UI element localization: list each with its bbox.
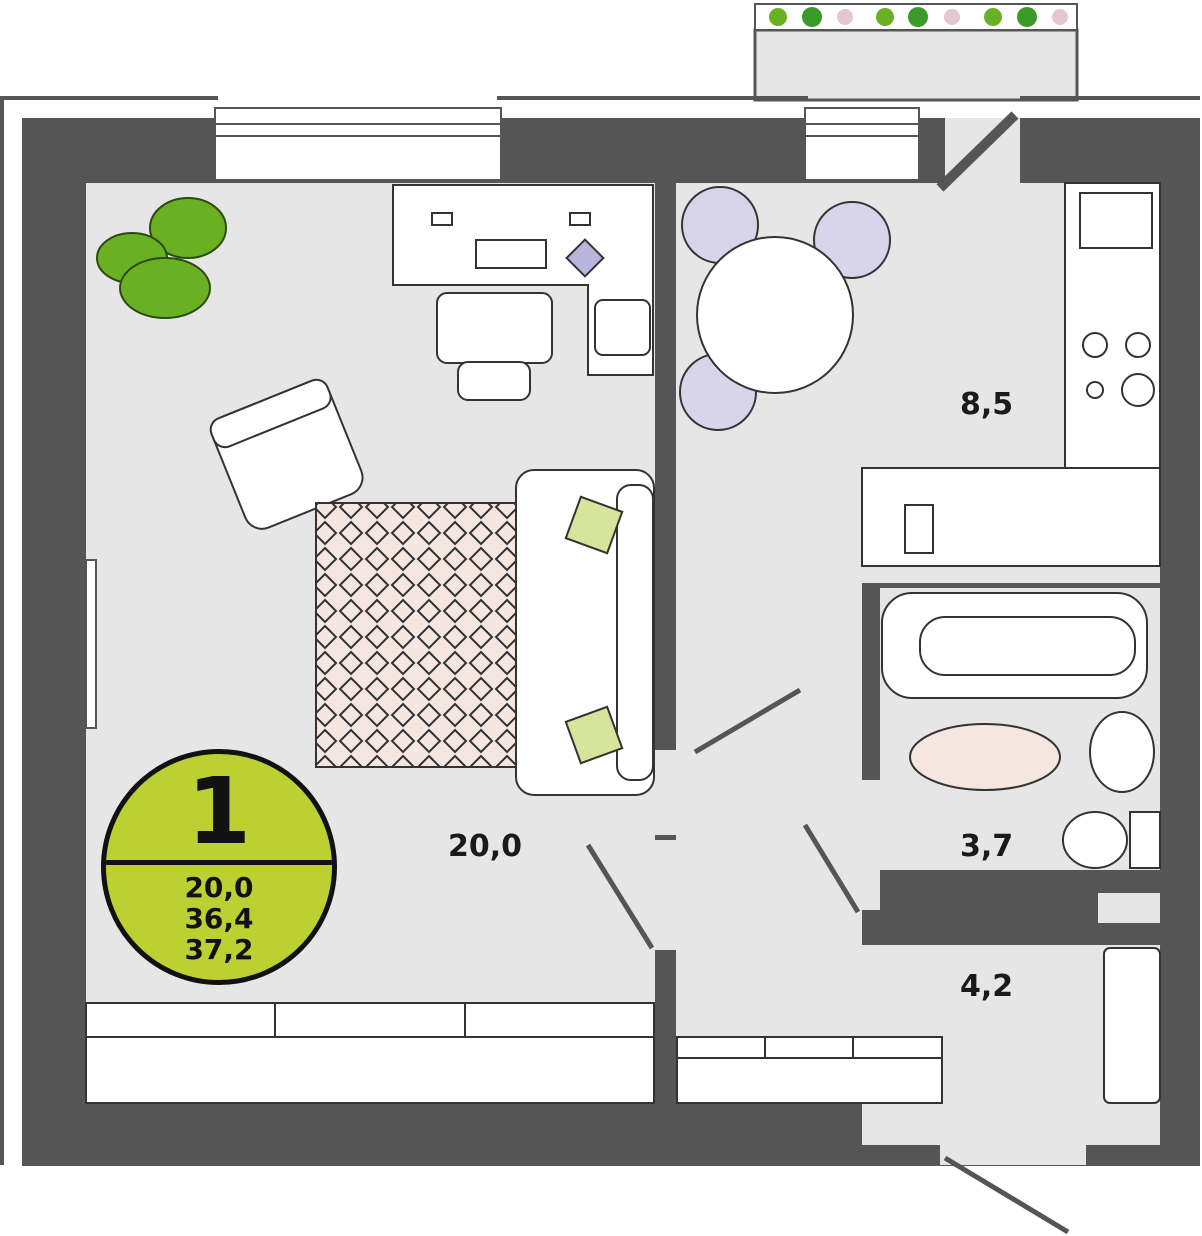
living-room-area: 20,0 — [448, 829, 523, 864]
bathroom-area: 3,7 — [960, 829, 1014, 864]
rooms-count: 1 — [186, 758, 251, 865]
windows — [85, 107, 920, 729]
kitchen-counter — [861, 182, 1161, 567]
balcony-door[interactable] — [936, 111, 1019, 192]
hallway-area: 4,2 — [960, 969, 1014, 1004]
rug — [315, 502, 523, 768]
dining-table — [679, 186, 891, 431]
corridor-floor — [676, 580, 862, 1103]
desk — [392, 184, 654, 401]
balcony-plants — [754, 3, 1078, 31]
doors[interactable] — [585, 687, 1070, 1235]
kitchen-area: 8,5 — [960, 387, 1014, 422]
wardrobes — [85, 947, 1161, 1104]
armchair — [209, 378, 364, 530]
balcony — [753, 28, 1079, 102]
plant-icon — [96, 197, 227, 319]
apartment-badge: 1 20,0 36,4 37,2 — [101, 749, 337, 985]
badge-divider — [106, 860, 332, 865]
total-area: 36,4 — [184, 902, 254, 935]
sofa — [515, 469, 655, 796]
area-with-balcony: 37,2 — [184, 933, 254, 966]
living-area: 20,0 — [184, 871, 254, 904]
bathroom-fixtures — [881, 592, 1161, 869]
